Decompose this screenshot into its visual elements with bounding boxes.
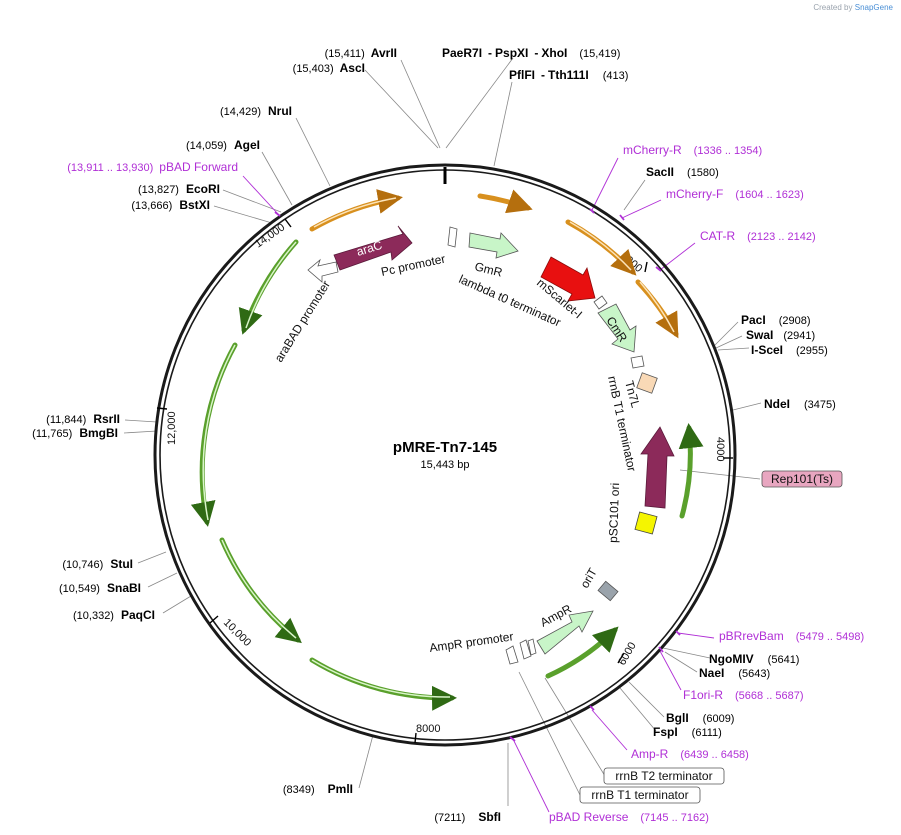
orange-arc-highlights (313, 197, 675, 333)
enzyme-paqci[interactable]: (10,332)PaqCI (73, 608, 155, 622)
enzyme-pmli[interactable]: (8349)PmlI (283, 782, 353, 796)
green-arc-1 (238, 239, 299, 335)
enzyme-rsrii[interactable]: (11,844)RsrII (46, 412, 120, 426)
enzyme-labels: (15,411)AvrII (15,403)AscI PaeR7I-PspXI-… (32, 46, 836, 824)
enzyme-naei[interactable]: NaeI(5643) (699, 666, 770, 680)
primer-labels: (13,911 .. 13,930)pBAD Forward mCherry-R… (67, 143, 864, 824)
label-connectors (123, 57, 762, 806)
enzyme-snabi[interactable]: (10,549)SnaBI (59, 581, 141, 595)
primer-connectors (242, 157, 715, 813)
primer-mcherry-f[interactable]: mCherry-F(1604 .. 1623) (666, 187, 804, 201)
tick-label-12000: 12,000 (166, 411, 178, 445)
psc101-yellow-box (634, 511, 658, 535)
credit-prefix: Created by (813, 3, 853, 12)
boxed-labels: Rep101(Ts) rrnB T2 terminator rrnB T1 te… (579, 470, 843, 804)
tick-label-8000: 8000 (416, 723, 440, 735)
green-arc-6 (678, 423, 704, 519)
arabad-promoter-arrow (307, 258, 339, 283)
tn7l-label: Tn7L (622, 379, 643, 409)
snapgene-credit: Created by SnapGene (813, 3, 893, 12)
orit-label: oriT (577, 565, 600, 590)
orange-arc-1 (309, 189, 403, 232)
psc101-ori-label: pSC101 ori (606, 483, 622, 543)
enzyme-pflfi[interactable]: PflFI-Tth111I(413) (509, 68, 628, 82)
primer-mcherry-r[interactable]: mCherry-R(1336 .. 1354) (623, 143, 762, 157)
mscarlet-arrow (540, 256, 596, 302)
orit-box (597, 580, 619, 602)
enzyme-sacii[interactable]: SacII(1580) (646, 165, 719, 179)
primer-pbad-forward[interactable]: (13,911 .. 13,930)pBAD Forward (67, 160, 238, 174)
rrnb-t1-label: rrnB T1 terminator (591, 788, 688, 802)
bp-ticks (156, 218, 733, 744)
arabad-promoter-label: araBAD promoter (272, 278, 333, 365)
enzyme-bstxi[interactable]: (13,666)BstXI (131, 198, 210, 212)
green-arc-5 (545, 626, 619, 679)
tick-label-4000: 4000 (714, 437, 726, 461)
primer-f1ori-r[interactable]: F1ori-R(5668 .. 5687) (683, 688, 804, 702)
primer-marks (274, 208, 681, 742)
rrnb-t1-box[interactable] (579, 786, 701, 804)
plasmid-name: pMRE-Tn7-145 (393, 439, 497, 456)
enzyme-swai[interactable]: SwaI(2941) (746, 328, 815, 342)
enzyme-bgli[interactable]: BglI(6009) (666, 711, 734, 725)
enzyme-ngomiv[interactable]: NgoMIV(5641) (709, 652, 799, 666)
snapgene-logo: SnapGene (854, 3, 893, 12)
enzyme-iscei[interactable]: I-SceI(2955) (751, 343, 828, 357)
psc101-ori-arrow (640, 426, 675, 509)
plasmid-size: 15,443 bp (421, 459, 470, 471)
enzyme-bmgbi[interactable]: (11,765)BmgBI (32, 426, 118, 440)
enzyme-nrui[interactable]: (14,429)NruI (220, 104, 292, 118)
enzyme-sbfi[interactable]: (7211)SbfI (434, 810, 501, 824)
primer-amp-r[interactable]: Amp-R(6439 .. 6458) (631, 747, 749, 761)
enzyme-ndei[interactable]: NdeI(3475) (764, 397, 836, 411)
enzyme-asci[interactable]: (15,403)AscI (293, 61, 365, 75)
rrnb-t2-box[interactable] (603, 767, 725, 785)
enzyme-agei[interactable]: (14,059)AgeI (186, 138, 260, 152)
pc-promoter-label: Pc promoter (380, 252, 447, 279)
mscarlet-term-mark (593, 295, 608, 310)
ampr-promoter-label: AmpR promoter (428, 629, 514, 655)
ampr-arrow (536, 610, 594, 655)
tick-label-6000: 6000 (616, 640, 639, 667)
primer-pbrrevbam[interactable]: pBRrevBam(5479 .. 5498) (719, 629, 864, 643)
enzyme-fspi[interactable]: FspI(6111) (653, 725, 722, 739)
tick-label-14000: 14,000 (253, 221, 287, 250)
enzyme-ecori[interactable]: (13,827)EcoRI (138, 182, 220, 196)
enzyme-paer7i[interactable]: PaeR7I-PspXI-XhoI(15,419) (442, 46, 620, 60)
cmr-arrow (597, 303, 637, 353)
enzyme-stui[interactable]: (10,746)StuI (62, 557, 133, 571)
pc-promoter-mark (447, 226, 458, 248)
orange-arc-2 (477, 189, 533, 214)
gmr-label: GmR (473, 259, 504, 279)
rep101-label: Rep101(Ts) (771, 472, 833, 486)
primer-pbad-reverse[interactable]: pBAD Reverse(7145 .. 7162) (549, 810, 709, 824)
green-arc-4 (309, 657, 457, 711)
enzyme-avrii[interactable]: (15,411)AvrII (325, 46, 397, 60)
gmr-arrow (468, 232, 519, 259)
rep101-box[interactable] (761, 470, 843, 488)
rrnb-t2-label: rrnB T2 terminator (615, 769, 712, 783)
backbone-outer (153, 163, 737, 747)
ampr-promoter-marks (505, 638, 537, 665)
arac-arrow (333, 225, 413, 271)
primer-cat-r[interactable]: CAT-R(2123 .. 2142) (700, 229, 816, 243)
orange-arc-3 (565, 219, 637, 276)
cmr-term-mark (630, 355, 645, 369)
green-arc-highlights (202, 241, 451, 698)
enzyme-paci[interactable]: PacI(2908) (741, 313, 810, 327)
green-arc-2 (190, 342, 238, 527)
tn7l-box (636, 372, 658, 394)
